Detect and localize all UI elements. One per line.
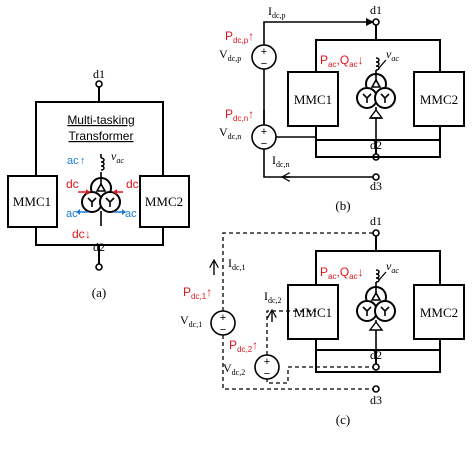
panel-c-vdc1: Vdc,1 — [180, 313, 202, 329]
svg-text:−: − — [261, 138, 267, 150]
panel-b-bottom-wire — [263, 149, 373, 178]
svg-text:↑: ↑ — [80, 155, 86, 167]
svg-text:+: + — [261, 126, 267, 138]
panel-c-pac-qac: Pac,Qac↓ — [320, 265, 364, 281]
panel-c-d3-label: d3 — [370, 393, 382, 407]
panel-b-pdcp: Pdc,p↑ — [225, 29, 254, 45]
svg-text:+: + — [220, 312, 226, 324]
panel-c: d1 MMC1 MMC2 Pac,Qac↓ vac d2 d3 Idc,1 — [180, 214, 465, 427]
panel-c-idc1: Idc,1 — [228, 256, 246, 272]
panel-b-pdcn: Pdc,n↑ — [225, 107, 254, 123]
panel-b-vdcn: Vdc,n — [219, 125, 241, 141]
panel-a-ac-left: ac — [66, 208, 78, 220]
panel-b-mmc2-box — [413, 71, 465, 127]
panel-b-d1-label: d1 — [370, 3, 382, 17]
svg-text:−: − — [261, 58, 267, 70]
svg-text:−: − — [220, 324, 226, 336]
panel-b-idcp: Idc,p — [268, 4, 286, 20]
svg-text:↓: ↓ — [85, 227, 91, 241]
panel-c-idc2: Idc,2 — [264, 289, 282, 305]
panel-c-d1-label: d1 — [370, 214, 382, 228]
panel-b-d3-label: d3 — [370, 179, 382, 193]
panel-a-d1-label: d1 — [93, 67, 105, 81]
panel-c-d3-terminal — [372, 385, 380, 393]
panel-a-d2-terminal — [95, 263, 103, 271]
panel-c-mmc1-label: MMC1 — [294, 305, 332, 320]
panel-c-d1-terminal — [372, 229, 380, 237]
panel-b: d1 Idc,p MMC1 MMC2 Pac,Qac↓ vac d2 d3 — [219, 3, 465, 213]
panel-a-dc-bottom: dc — [72, 227, 85, 241]
panel-c-caption: (c) — [336, 412, 350, 427]
panel-c-pdc2: Pdc,2↑ — [229, 338, 258, 354]
panel-a-vac: vac — [111, 149, 124, 165]
panel-b-idcn: Idc,n — [272, 153, 290, 169]
panel-a-transformer-title-1: Multi-tasking — [67, 113, 134, 127]
panel-c-d2-terminal — [372, 363, 380, 371]
panel-b-lower-frame — [315, 140, 441, 158]
panel-c-mmc2-label: MMC2 — [420, 305, 458, 320]
panel-b-pac-qac: Pac,Qac↓ — [320, 53, 364, 69]
panel-c-loop1-top — [222, 232, 373, 311]
panel-c-source-2 — [254, 354, 280, 380]
panel-a-ac-right: ac — [125, 208, 137, 220]
panel-b-d1-terminal — [372, 18, 380, 26]
panel-c-source-1 — [210, 310, 236, 336]
panel-a-mmc2-box — [139, 175, 190, 228]
panel-c-loop1-bottom — [222, 335, 373, 390]
panel-a-dc-right: dc — [126, 177, 139, 191]
panel-a-mmc2-label: MMC2 — [145, 194, 183, 209]
panel-a: d1 d2 MMC1 MMC2 Multi-tasking Transforme… — [7, 67, 190, 300]
panel-c-loop2-top — [266, 310, 316, 355]
panel-c-lower-frame — [315, 350, 441, 373]
panel-c-mmc1-box — [287, 284, 339, 340]
panel-b-mmc2-label: MMC2 — [420, 92, 458, 107]
panel-b-source-n — [251, 124, 277, 150]
svg-text:+: + — [264, 356, 270, 368]
panel-b-mmc1-label: MMC1 — [294, 92, 332, 107]
panel-a-mmc1-label: MMC1 — [13, 194, 51, 209]
panel-a-d2-label: d2 — [93, 240, 105, 254]
panel-b-caption: (b) — [335, 198, 350, 213]
panel-a-dc-left: dc — [66, 177, 79, 191]
panel-c-vdc2: Vdc,2 — [223, 361, 245, 377]
panel-b-vdcp: Vdc,p — [219, 47, 241, 63]
panel-b-mmc1-box — [287, 71, 339, 127]
panel-c-loop2-bottom — [266, 366, 373, 384]
svg-text:−: − — [264, 368, 270, 380]
svg-text:+: + — [261, 46, 267, 58]
panel-a-transformer-title-2: Transformer — [69, 129, 134, 143]
panel-a-mmc1-box — [7, 175, 58, 228]
panel-b-top-wire — [263, 18, 374, 45]
panel-c-mmc2-box — [413, 284, 465, 340]
panel-b-vac: vac — [386, 47, 399, 63]
panel-c-pdc1: Pdc,1↑ — [183, 285, 212, 301]
panel-a-ac-top: ac — [67, 155, 79, 167]
panel-c-vac: vac — [386, 259, 399, 275]
panel-a-caption: (a) — [92, 285, 106, 300]
panel-a-d1-terminal — [95, 80, 103, 88]
